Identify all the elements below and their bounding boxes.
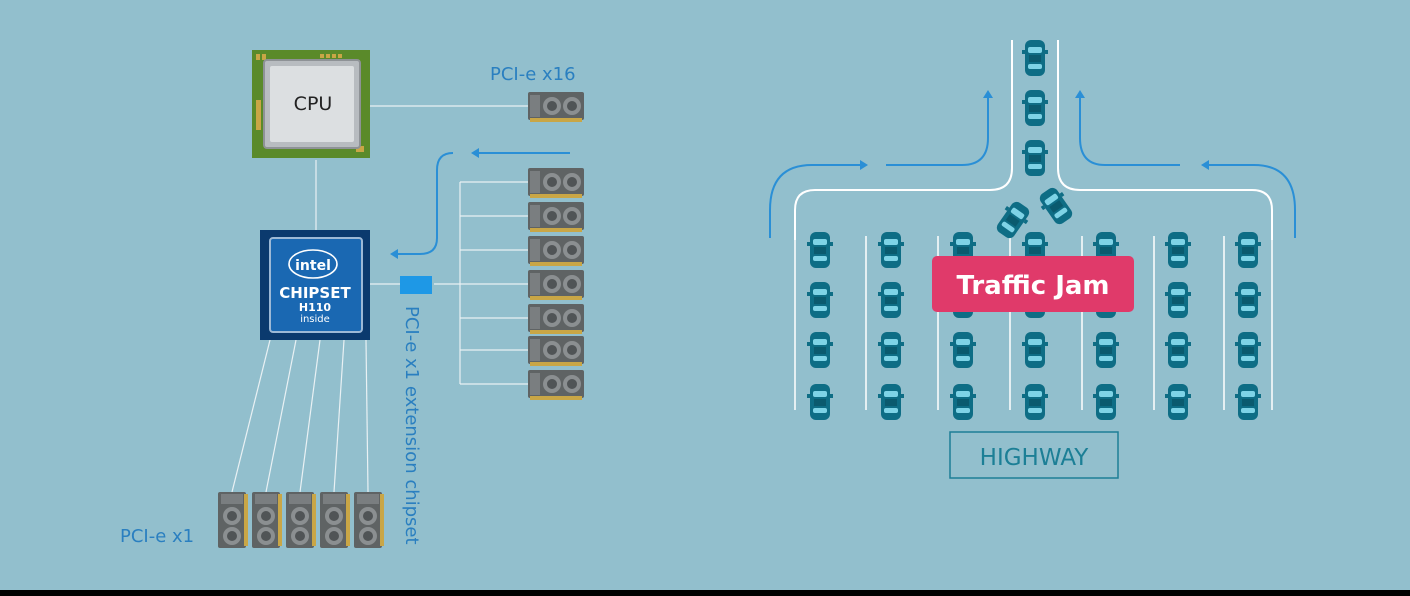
pcie-x16-label: PCI-e x16: [490, 64, 576, 85]
cpu-label: CPU: [294, 93, 333, 115]
chipset-line3: inside: [300, 314, 330, 325]
extension-chipset: [400, 276, 432, 294]
chipset-line1: CHIPSET: [279, 284, 351, 302]
chipset-line2: H110: [299, 301, 332, 314]
road-outline: [794, 40, 1273, 240]
pcie-x1-label: PCI-e x1: [120, 526, 194, 547]
extension-gpus: [528, 168, 584, 400]
traffic-jam-label: Traffic Jam: [956, 271, 1109, 301]
pcie-x1-gpus: [218, 492, 384, 548]
intel-logo-text: intel: [295, 258, 331, 274]
gpu-x16: [528, 92, 584, 122]
cpu-chip: CPU: [252, 50, 370, 158]
extension-chipset-label: PCI-e x1 extension chipset: [401, 306, 422, 545]
flow-arrows: [769, 90, 1296, 238]
intel-chipset: intel CHIPSET H110 inside: [260, 230, 370, 340]
connection-lines: [231, 105, 528, 493]
dataflow-arrow: [390, 148, 570, 259]
highway-label: HIGHWAY: [980, 445, 1090, 471]
exit-lane-cars: [992, 40, 1077, 243]
highway-box: HIGHWAY: [949, 431, 1119, 479]
traffic-jam-badge: Traffic Jam: [932, 256, 1134, 312]
